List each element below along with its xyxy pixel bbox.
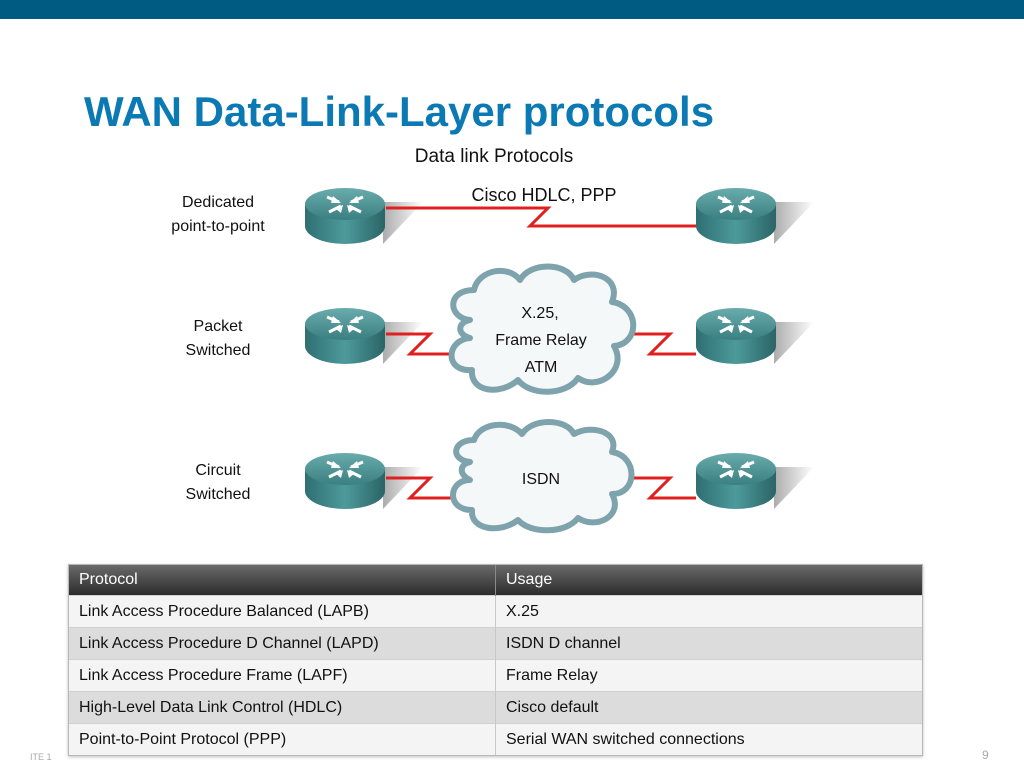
protocol-cell: Point-to-Point Protocol (PPP) [69, 723, 496, 755]
usage-cell: ISDN D channel [495, 627, 922, 660]
serial-link-line [386, 476, 462, 500]
usage-cell: X.25 [495, 595, 922, 628]
row-label-line1: Dedicated [182, 194, 254, 211]
link-protocol-label: Cisco HDLC, PPP [471, 185, 616, 205]
router-icon [303, 451, 423, 511]
top-bar [0, 0, 1024, 19]
router-icon [303, 306, 423, 366]
diagram-heading: Data link Protocols [415, 146, 573, 167]
router-icon [694, 306, 814, 366]
column-header-usage: Usage [495, 565, 922, 596]
row-label-line2: Switched [186, 486, 251, 503]
usage-cell: Serial WAN switched connections [495, 723, 922, 755]
protocol-cell: Link Access Procedure Balanced (LAPB) [69, 595, 496, 628]
row-label-line1: Circuit [195, 462, 241, 479]
table-row: Link Access Procedure Frame (LAPF) Frame… [69, 659, 922, 692]
protocol-cell: High-Level Data Link Control (HDLC) [69, 691, 496, 724]
cloud-label-line: ISDN [522, 471, 560, 488]
usage-cell: Frame Relay [495, 659, 922, 692]
router-icon [694, 186, 814, 246]
table-row: Link Access Procedure Balanced (LAPB) X.… [69, 595, 922, 628]
footer-course-label: ITE 1 [30, 752, 52, 762]
column-header-protocol: Protocol [69, 565, 496, 596]
table-header-row: Protocol Usage [69, 565, 922, 596]
router-icon [303, 186, 423, 246]
page-number: 9 [982, 748, 989, 762]
cloud-label-line: ATM [525, 359, 558, 376]
row-circuit-switched: Circuit Switched ISDN [186, 419, 814, 534]
serial-link-line [386, 332, 462, 356]
protocol-cell: Link Access Procedure D Channel (LAPD) [69, 627, 496, 660]
router-icon [694, 451, 814, 511]
table-row: High-Level Data Link Control (HDLC) Cisc… [69, 691, 922, 724]
row-label-line1: Packet [194, 318, 243, 335]
wan-cloud-icon [448, 263, 637, 395]
cloud-label-line: Frame Relay [495, 332, 587, 349]
protocol-cell: Link Access Procedure Frame (LAPF) [69, 659, 496, 692]
wan-diagram: Data link Protocols Dedicated point-to-p… [171, 146, 814, 534]
row-dedicated: Dedicated point-to-point Cisco HDLC, PPP [171, 185, 814, 246]
table-row: Point-to-Point Protocol (PPP) Serial WAN… [69, 723, 922, 755]
serial-link-line [386, 206, 696, 228]
isdn-cloud-icon [450, 419, 635, 534]
row-label-line2: point-to-point [171, 218, 265, 235]
slide-title: WAN Data-Link-Layer protocols [84, 88, 715, 135]
protocol-table: Protocol Usage Link Access Procedure Bal… [68, 564, 923, 756]
usage-cell: Cisco default [495, 691, 922, 724]
table-row: Link Access Procedure D Channel (LAPD) I… [69, 627, 922, 660]
serial-link-line [622, 332, 696, 356]
row-packet-switched: Packet Switched X.25, Frame Relay ATM [186, 263, 814, 395]
cloud-label-line: X.25, [521, 305, 558, 322]
serial-link-line [622, 476, 696, 500]
row-label-line2: Switched [186, 342, 251, 359]
